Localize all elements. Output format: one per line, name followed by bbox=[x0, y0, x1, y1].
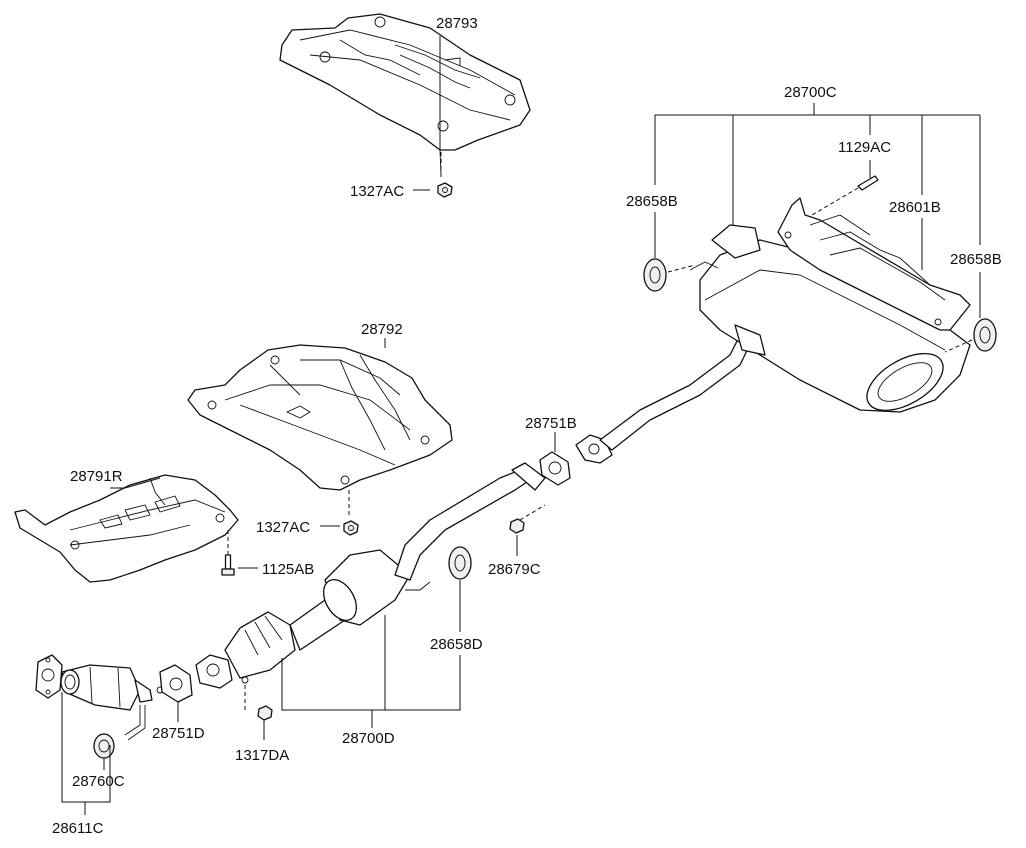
nut-1327ac-mid bbox=[343, 490, 359, 536]
gasket-28751b bbox=[539, 451, 571, 486]
label-28792: 28792 bbox=[361, 321, 403, 338]
label-28760c: 28760C bbox=[72, 773, 125, 790]
label-28679c: 28679C bbox=[488, 561, 541, 578]
bolt-1125ab bbox=[221, 530, 235, 576]
label-28611c: 28611C bbox=[52, 820, 104, 837]
heat-shield-28601b bbox=[777, 197, 971, 331]
nut-1327ac-top bbox=[437, 152, 453, 198]
label-28700d: 28700D bbox=[342, 730, 395, 747]
label-28791r: 28791R bbox=[70, 468, 123, 485]
nut-1317da bbox=[244, 685, 273, 721]
hanger-28760c bbox=[93, 733, 115, 759]
bolt-1129ac bbox=[811, 175, 879, 216]
gasket-28751d bbox=[159, 664, 193, 703]
heat-shield-28791r bbox=[14, 474, 239, 583]
label-28793: 28793 bbox=[436, 15, 478, 32]
rear-muffler-28700c bbox=[575, 224, 971, 464]
label-28751b: 28751B bbox=[525, 415, 577, 432]
front-pipe-28611c bbox=[35, 654, 164, 741]
label-28658b-right: 28658B bbox=[950, 251, 1002, 268]
label-28751d: 28751D bbox=[152, 725, 205, 742]
label-28700c: 28700C bbox=[784, 84, 837, 101]
leader-lines bbox=[61, 36, 981, 815]
nut-28679c bbox=[509, 504, 546, 534]
label-1327ac-mid: 1327AC bbox=[256, 519, 310, 536]
heat-shield-28792 bbox=[187, 344, 453, 491]
label-28658b-left: 28658B bbox=[626, 193, 678, 210]
center-pipe-28700d bbox=[195, 462, 546, 689]
label-1317da: 1317DA bbox=[235, 747, 289, 764]
hanger-28658b-right bbox=[944, 318, 997, 353]
heat-shield-28793 bbox=[279, 13, 531, 176]
hanger-28658b-left bbox=[643, 258, 696, 292]
hanger-28658d bbox=[448, 546, 472, 580]
label-28601b: 28601B bbox=[889, 199, 941, 216]
label-28658d: 28658D bbox=[430, 636, 483, 653]
label-1327ac-top: 1327AC bbox=[350, 183, 404, 200]
label-1129ac: 1129AC bbox=[838, 139, 891, 156]
label-1125ab: 1125AB bbox=[262, 561, 314, 578]
